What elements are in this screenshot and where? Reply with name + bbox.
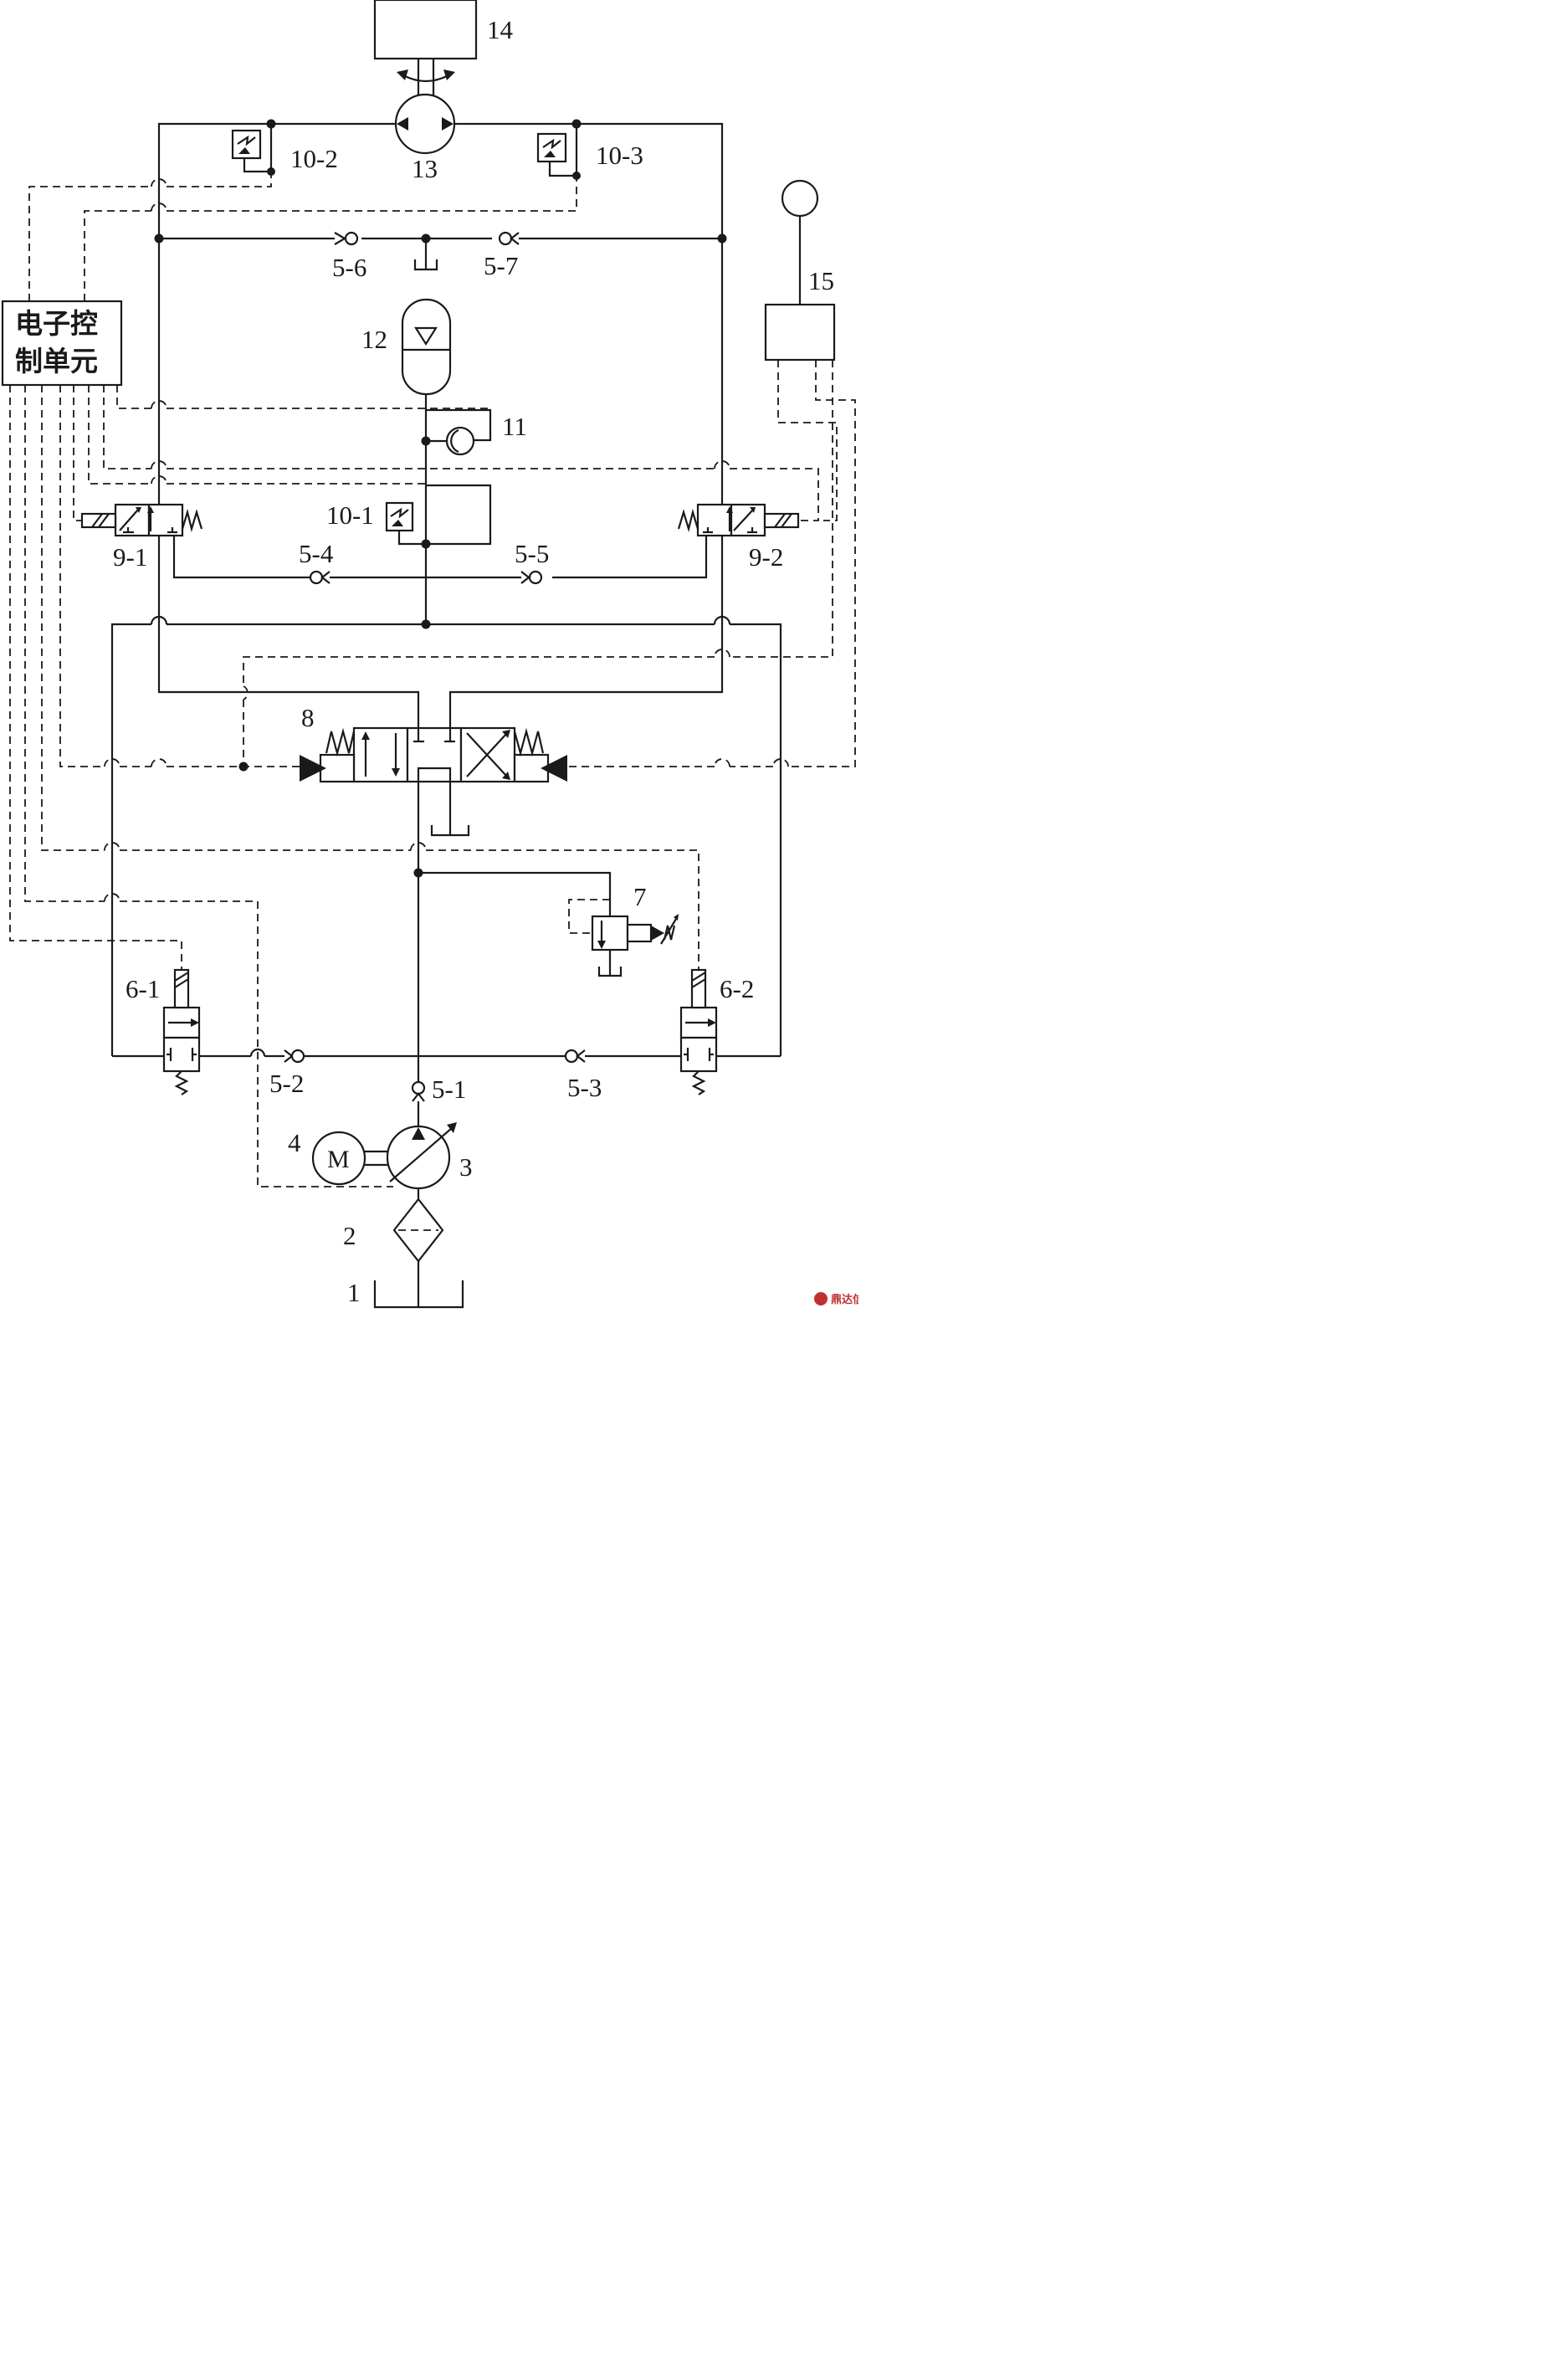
label-2: 2 xyxy=(343,1221,356,1250)
check-valve-5-4 xyxy=(309,570,521,585)
label-10-1: 10-1 xyxy=(326,500,374,530)
pressure-gauge-11 xyxy=(421,408,492,456)
label-5-2: 5-2 xyxy=(269,1069,304,1098)
solenoid-valve-9-1 xyxy=(80,503,310,579)
joystick-15 xyxy=(764,179,836,362)
check-valve-5-3 xyxy=(564,1049,681,1064)
label-5-3: 5-3 xyxy=(567,1073,602,1102)
check-valve-5-2 xyxy=(284,1049,566,1064)
label-7: 7 xyxy=(633,882,647,911)
label-5-6: 5-6 xyxy=(332,253,366,282)
label-6-1: 6-1 xyxy=(126,974,160,1003)
label-10-2: 10-2 xyxy=(290,144,338,173)
check-valve-5-7 xyxy=(498,231,520,246)
pressure-sensor-10-3 xyxy=(536,124,581,180)
variable-pump-3 xyxy=(386,1122,457,1199)
relief-valve-7 xyxy=(413,868,679,977)
label-8: 8 xyxy=(301,703,315,732)
hydraulic-motor-13 xyxy=(394,93,456,155)
solenoid-valve-6-2 xyxy=(679,968,781,1095)
electronic-control-unit: 电子控 制单元 xyxy=(1,300,123,387)
filter-2 xyxy=(392,1198,444,1307)
ecu-label-line1: 电子控 xyxy=(15,307,98,340)
label-3: 3 xyxy=(459,1152,473,1182)
pressure-sensor-10-1 xyxy=(385,484,492,549)
watermark-text: 鼎达信 xyxy=(831,1293,858,1306)
solenoid-valve-9-2 xyxy=(552,503,800,579)
label-9-2: 9-2 xyxy=(749,542,783,572)
label-5-1: 5-1 xyxy=(432,1075,466,1104)
supply-loop-lines xyxy=(110,615,782,1056)
label-13: 13 xyxy=(412,154,438,183)
label-15: 15 xyxy=(808,266,834,295)
label-11: 11 xyxy=(502,412,527,441)
label-14: 14 xyxy=(487,15,514,44)
label-5-5: 5-5 xyxy=(515,539,549,568)
check-valve-5-6 xyxy=(334,231,359,246)
signal-lines xyxy=(9,172,856,1187)
electric-motor-4: M xyxy=(311,1131,387,1186)
directional-valve-8 xyxy=(300,726,567,1056)
watermark-logo: 鼎达信 xyxy=(814,1292,858,1306)
main-loop-lines xyxy=(157,122,724,728)
tank-1 xyxy=(373,1280,464,1309)
actuator-14 xyxy=(373,0,478,100)
hydraulic-circuit-diagram: 14 13 10-2 10-3 5-6 xyxy=(1,0,858,1309)
label-9-1: 9-1 xyxy=(113,542,147,572)
label-5-4: 5-4 xyxy=(299,539,334,568)
check-valve-5-5 xyxy=(520,570,543,585)
ecu-label-line2: 制单元 xyxy=(15,345,98,377)
label-6-2: 6-2 xyxy=(720,974,754,1003)
label-4: 4 xyxy=(288,1128,301,1157)
label-1: 1 xyxy=(347,1278,361,1307)
solenoid-valve-6-1 xyxy=(112,968,284,1095)
tank-mid-top xyxy=(413,239,438,271)
motor-letter: M xyxy=(327,1146,350,1173)
label-10-3: 10-3 xyxy=(596,141,643,170)
pressure-sensor-10-2 xyxy=(231,124,275,176)
label-12: 12 xyxy=(361,325,387,354)
label-5-7: 5-7 xyxy=(484,251,518,280)
accumulator-12 xyxy=(401,298,452,623)
check-valve-5-1 xyxy=(411,1056,426,1126)
